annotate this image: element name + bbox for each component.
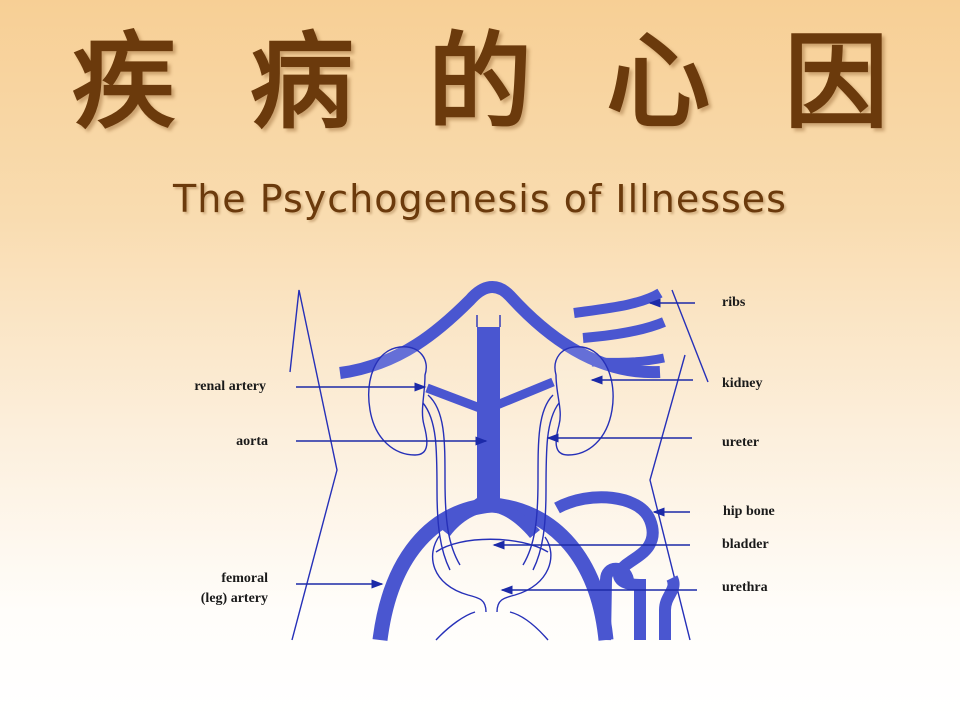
slide-subtitle: The Psychogenesis of Illnesses <box>173 177 787 221</box>
label-ribs: ribs <box>722 295 746 310</box>
diaphragm-arch <box>339 281 661 379</box>
label-bladder: bladder <box>722 537 769 552</box>
rib-2 <box>582 317 666 343</box>
label-urethra: urethra <box>722 580 768 595</box>
ureter-left <box>422 394 461 571</box>
label-femoral-line1: femoral <box>221 571 268 586</box>
label-renal-artery: renal artery <box>194 379 266 394</box>
label-ureter: ureter <box>722 435 759 450</box>
bladder <box>431 534 552 613</box>
body-outline-left <box>289 289 338 641</box>
label-femoral-line2: (leg) artery <box>201 591 268 606</box>
kidney-right <box>554 346 614 456</box>
slide-title: 疾 病 的 心 因 <box>71 20 889 143</box>
renal-artery-right <box>495 377 555 410</box>
rib-1 <box>573 288 663 318</box>
femoral-artery-arch <box>372 497 614 641</box>
label-hip-bone: hip bone <box>723 504 775 519</box>
rib-3 <box>591 353 665 367</box>
kidney-left <box>368 346 428 456</box>
body-outline-right-top <box>671 289 709 383</box>
renal-artery-left <box>425 383 487 415</box>
label-kidney: kidney <box>722 376 762 391</box>
label-aorta: aorta <box>236 434 268 449</box>
aorta <box>440 327 540 538</box>
hip-bone <box>554 491 680 641</box>
